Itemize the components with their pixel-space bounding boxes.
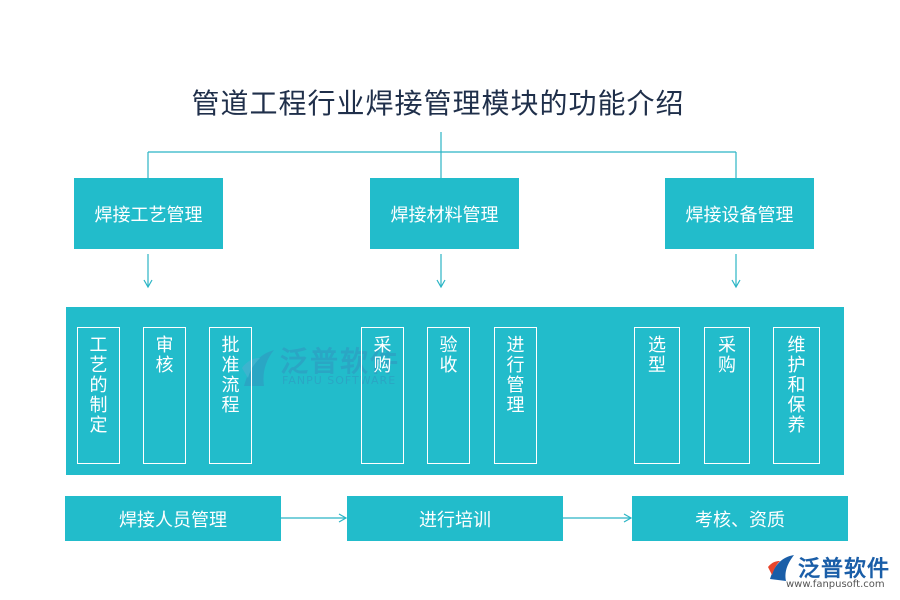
item-cell: 采购: [361, 327, 404, 464]
brand-logo-icon: [768, 555, 794, 581]
item-cell: 审核: [143, 327, 186, 464]
flow-label: 考核、资质: [695, 509, 785, 531]
module-label: 焊接设备管理: [685, 204, 794, 226]
item-cell: 验收: [427, 327, 470, 464]
flow-box-personnel: 焊接人员管理: [65, 496, 281, 541]
module-box-welding-material: 焊接材料管理: [370, 178, 519, 249]
item-cell: 批准流程: [209, 327, 252, 464]
module-box-welding-equipment: 焊接设备管理: [665, 178, 814, 249]
page-title: 管道工程行业焊接管理模块的功能介绍: [191, 87, 685, 120]
flow-label: 进行培训: [419, 509, 491, 531]
function-panel: [66, 307, 844, 475]
watermark: 泛普软件 FANPU SOFTWARE: [240, 338, 420, 398]
watermark-brand: 泛普软件: [280, 345, 401, 378]
flow-label: 焊接人员管理: [119, 509, 227, 531]
item-cell: 选型: [634, 327, 680, 464]
brand-logo-text: 泛普软件: [798, 557, 891, 582]
brand-logo: 泛普软件 www.fanpusoft.com: [766, 551, 892, 595]
watermark-sub: FANPU SOFTWARE: [282, 374, 397, 387]
item-cell: 工艺的制定: [77, 327, 120, 464]
item-cell: 进行管理: [494, 327, 537, 464]
module-label: 焊接工艺管理: [94, 204, 203, 226]
module-box-welding-process: 焊接工艺管理: [74, 178, 223, 249]
module-label: 焊接材料管理: [390, 204, 499, 226]
item-cell: 采购: [704, 327, 750, 464]
brand-logo-url: www.fanpusoft.com: [786, 579, 885, 590]
item-cell: 维护和保养: [773, 327, 820, 464]
flow-box-assessment: 考核、资质: [632, 496, 848, 541]
flow-box-training: 进行培训: [347, 496, 563, 541]
